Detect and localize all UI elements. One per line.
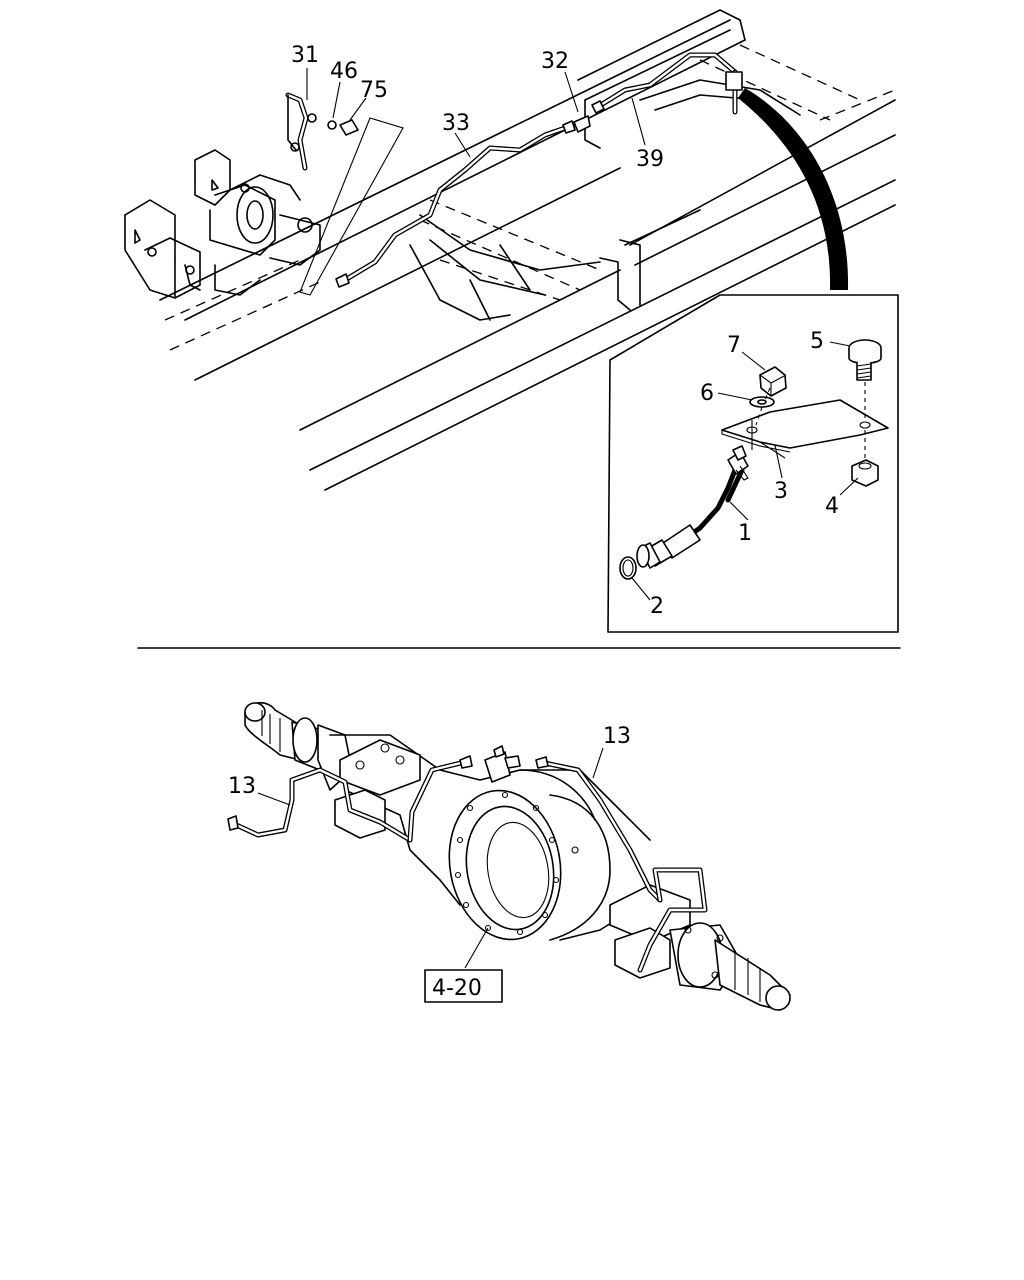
callout-3: 3: [774, 479, 788, 504]
callout-7: 7: [727, 333, 741, 358]
callout-13-right: 13: [603, 724, 631, 749]
callout-75: 75: [360, 78, 388, 103]
callout-32: 32: [541, 49, 569, 74]
axle-housing: [244, 701, 791, 1011]
brake-pipe-39: [593, 52, 743, 115]
reference-label: 4-20: [432, 976, 482, 1001]
callout-1: 1: [738, 521, 752, 546]
brake-pipe-33: [337, 124, 571, 286]
reference-box-4-20: 4-20: [424, 969, 503, 1003]
callout-4: 4: [825, 494, 839, 519]
bracket-31: [285, 92, 317, 171]
small-fittings: [327, 100, 605, 288]
axle-leaders: [257, 747, 604, 969]
bolt-5: [848, 339, 882, 381]
detail-leaders: [631, 341, 859, 601]
callout-6: 6: [700, 381, 714, 406]
callout-33: 33: [442, 111, 470, 136]
callout-46: 46: [330, 59, 358, 84]
callout-39: 39: [636, 147, 664, 172]
frame-axle-assembly: [124, 149, 321, 299]
callout-13-left: 13: [228, 774, 256, 799]
bracket-3: [721, 382, 889, 460]
callout-5: 5: [810, 329, 824, 354]
o-ring-2: [619, 556, 637, 580]
axle-brake-pipes: [227, 745, 708, 973]
detail-arrow: [738, 88, 849, 290]
top-leaders: [299, 68, 646, 296]
washer-6: [749, 396, 775, 408]
callout-2: 2: [650, 594, 664, 619]
nut-4: [851, 459, 879, 487]
callout-31: 31: [291, 43, 319, 68]
chassis-frame: [159, 9, 896, 491]
hose-1: [636, 445, 749, 569]
nut-7: [759, 366, 787, 397]
